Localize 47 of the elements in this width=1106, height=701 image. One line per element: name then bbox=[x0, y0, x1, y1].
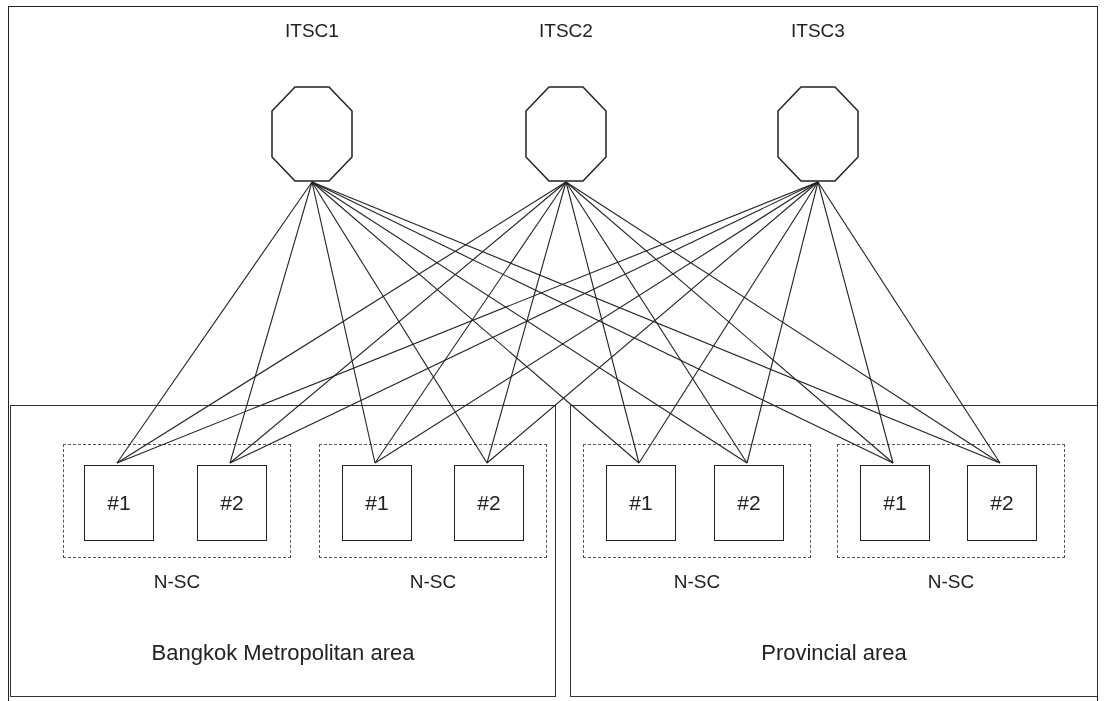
connector-line bbox=[116, 181, 313, 464]
connector-line bbox=[311, 181, 748, 464]
connector-line bbox=[229, 181, 313, 464]
unit-label: #1 bbox=[629, 491, 653, 515]
unit-box bbox=[342, 465, 412, 541]
area-box bbox=[10, 405, 556, 697]
connector-line bbox=[311, 181, 376, 464]
group-label: N-SC bbox=[926, 571, 976, 593]
unit-box bbox=[860, 465, 930, 541]
connector-line bbox=[565, 181, 640, 464]
area-label: Provincial area bbox=[760, 640, 908, 666]
group-label: N-SC bbox=[672, 571, 722, 593]
connector-line bbox=[565, 181, 748, 464]
station-label: ITSC2 bbox=[538, 20, 594, 42]
connector-line bbox=[229, 181, 567, 464]
connector-line bbox=[311, 181, 488, 464]
unit-label: #1 bbox=[883, 491, 907, 515]
connector-line bbox=[374, 181, 567, 464]
unit-box bbox=[714, 465, 784, 541]
connector-line bbox=[486, 181, 567, 464]
unit-label: #2 bbox=[220, 491, 244, 515]
group-label: N-SC bbox=[408, 571, 458, 593]
unit-label: #2 bbox=[737, 491, 761, 515]
connector-line bbox=[817, 181, 1001, 464]
connector-line bbox=[746, 181, 819, 464]
unit-box bbox=[84, 465, 154, 541]
unit-box bbox=[606, 465, 676, 541]
area-box bbox=[570, 405, 1098, 697]
connector-line bbox=[311, 181, 1001, 464]
unit-box bbox=[197, 465, 267, 541]
connector-line bbox=[817, 181, 894, 464]
connector-line bbox=[565, 181, 1001, 464]
unit-label: #2 bbox=[477, 491, 501, 515]
group-label: N-SC bbox=[152, 571, 202, 593]
connector-line bbox=[311, 181, 640, 464]
unit-box bbox=[454, 465, 524, 541]
unit-label: #1 bbox=[365, 491, 389, 515]
unit-box bbox=[967, 465, 1037, 541]
connector-line bbox=[565, 181, 894, 464]
connector-line bbox=[229, 181, 819, 464]
unit-label: #2 bbox=[990, 491, 1014, 515]
connector-line bbox=[486, 181, 819, 464]
connector-line bbox=[638, 181, 819, 464]
station-label: ITSC1 bbox=[284, 20, 340, 42]
unit-label: #1 bbox=[107, 491, 131, 515]
station-label: ITSC3 bbox=[790, 20, 846, 42]
area-label: Bangkok Metropolitan area bbox=[150, 640, 416, 666]
